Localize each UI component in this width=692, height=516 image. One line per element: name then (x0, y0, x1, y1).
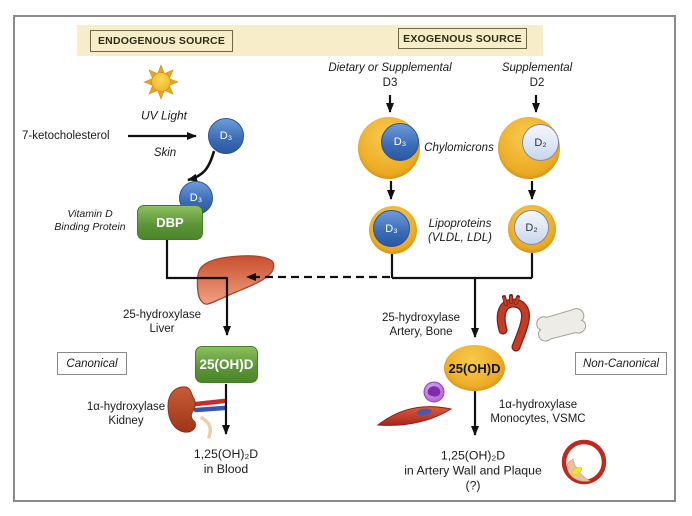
d2-circle-chylomicron: D₂ (522, 124, 559, 161)
d3-circle-skin: D₃ (208, 118, 244, 154)
metabolite-25ohd-canonical: 25(OH)D (195, 346, 258, 383)
label-1a-hydroxylase-monocytes: 1α-hydroxylase Monocytes, VSMC (490, 398, 586, 425)
label-vitamin-d-binding-protein: Vitamin D Binding Protein (54, 208, 126, 233)
tag-canonical: Canonical (57, 352, 127, 375)
label-uv-light: UV Light (140, 108, 188, 123)
lipoprotein-d3: D₃ (369, 206, 417, 254)
label-skin: Skin (153, 146, 177, 159)
label-25-hydroxylase-liver: 25-hydroxylase Liver (123, 308, 201, 335)
lipoprotein-d2: D₂ (508, 205, 556, 253)
label-product-blood: 1,25(OH)₂D in Blood (193, 447, 259, 476)
d3-circle-chylomicron: D₃ (381, 123, 419, 161)
figure-border (13, 15, 676, 502)
chylomicron-d2: D₂ (498, 117, 560, 179)
label-d2-column: D2 (529, 76, 545, 89)
label-supplemental: Supplemental (501, 61, 573, 74)
label-7-ketocholesterol: 7-ketocholesterol (22, 129, 110, 142)
label-product-artery-wall: 1,25(OH)₂D in Artery Wall and Plaque (?) (404, 448, 542, 493)
header-exogenous-source: EXOGENOUS SOURCE (398, 28, 527, 49)
label-d3-column: D3 (382, 76, 398, 89)
label-1a-hydroxylase-kidney: 1α-hydroxylase Kidney (86, 400, 166, 427)
chylomicron-d3: D₃ (358, 117, 420, 179)
dbp-box: DBP (137, 205, 203, 240)
d3-circle-lipoprotein: D₃ (373, 210, 410, 247)
label-dietary-or-supplemental: Dietary or Supplemental (328, 61, 452, 74)
tag-non-canonical: Non-Canonical (575, 352, 667, 375)
label-25-hydroxylase-artery-bone: 25-hydroxylase Artery, Bone (382, 311, 460, 338)
label-chylomicrons: Chylomicrons (424, 141, 494, 154)
d2-circle-lipoprotein: D₂ (514, 210, 549, 245)
header-endogenous-source: ENDOGENOUS SOURCE (90, 30, 233, 52)
label-lipoproteins: Lipoproteins (VLDL, LDL) (428, 217, 492, 244)
metabolite-25ohd-noncanonical: 25(OH)D (444, 345, 505, 391)
